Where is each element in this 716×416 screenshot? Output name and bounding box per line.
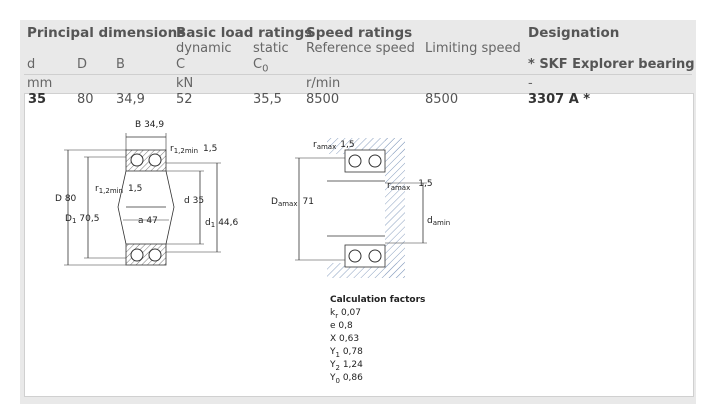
calculation-factor-row: Y0 0,86: [330, 373, 363, 385]
factor-subscript: 0: [335, 376, 340, 385]
value-d: 35: [28, 92, 47, 107]
factor-symbol: Y: [330, 373, 336, 383]
dim-B-label: B 34,9: [135, 120, 164, 130]
calculation-factor-row: X 0,63: [330, 334, 359, 346]
value-C0: 35,5: [253, 92, 282, 107]
value-D: 80: [77, 92, 94, 107]
unit-dash: -: [528, 76, 533, 91]
factor-symbol: Y: [330, 360, 336, 370]
unit-kn: kN: [176, 76, 194, 91]
value-C: 52: [176, 92, 193, 107]
factor-value: 0,63: [336, 334, 360, 344]
static-label: static: [253, 41, 289, 56]
factor-subscript: 1: [335, 350, 340, 359]
calculation-factor-row: e 0,8: [330, 321, 353, 333]
col-B-label: B: [116, 57, 125, 72]
header-divider: [24, 74, 692, 75]
unit-rmin: r/min: [306, 76, 341, 91]
factor-symbol: e: [330, 321, 336, 331]
calculation-factors-title: Calculation factors: [330, 295, 426, 305]
factor-symbol: Y: [330, 347, 336, 357]
factor-subscript: 2: [335, 363, 340, 372]
calculation-factor-row: Y1 0,78: [330, 347, 363, 359]
col-C-label: C: [176, 57, 186, 72]
dim-a-label: a 47: [138, 216, 158, 226]
col-C0-label: C0: [253, 57, 269, 75]
unit-mm: mm: [27, 76, 53, 91]
dim-D-label: D 80: [55, 194, 77, 204]
factor-value: 0,07: [338, 308, 362, 318]
dynamic-label: dynamic: [176, 41, 232, 56]
speed-ratings-header: Speed ratings: [306, 25, 413, 41]
value-reference-speed: 8500: [306, 92, 340, 107]
principal-dimensions-header: Principal dimensions: [27, 25, 186, 41]
explorer-note: * SKF Explorer bearing: [528, 57, 695, 72]
value-B: 34,9: [116, 92, 145, 107]
col-d-label: d: [27, 57, 36, 72]
factor-symbol: k: [330, 308, 336, 318]
col-D-label: D: [77, 57, 88, 72]
factor-value: 0,78: [339, 347, 363, 357]
basic-load-ratings-header: Basic load ratings: [176, 25, 313, 41]
value-limiting-speed: 8500: [425, 92, 459, 107]
limiting-speed-label: Limiting speed: [425, 41, 521, 56]
calculation-factor-row: kr 0,07: [330, 308, 361, 320]
factor-value: 0,8: [335, 321, 353, 331]
factor-subscript: r: [335, 311, 339, 320]
calculation-factor-row: Y2 1,24: [330, 360, 363, 372]
designation-header: Designation: [528, 25, 620, 41]
value-designation: 3307 A *: [528, 92, 591, 107]
reference-speed-label: Reference speed: [306, 41, 415, 56]
dim-damin: damin44: [427, 216, 450, 227]
dim-d-label: d 35: [184, 196, 204, 206]
factor-value: 1,24: [339, 360, 363, 370]
factor-symbol: X: [330, 334, 337, 344]
factor-value: 0,86: [339, 373, 363, 383]
